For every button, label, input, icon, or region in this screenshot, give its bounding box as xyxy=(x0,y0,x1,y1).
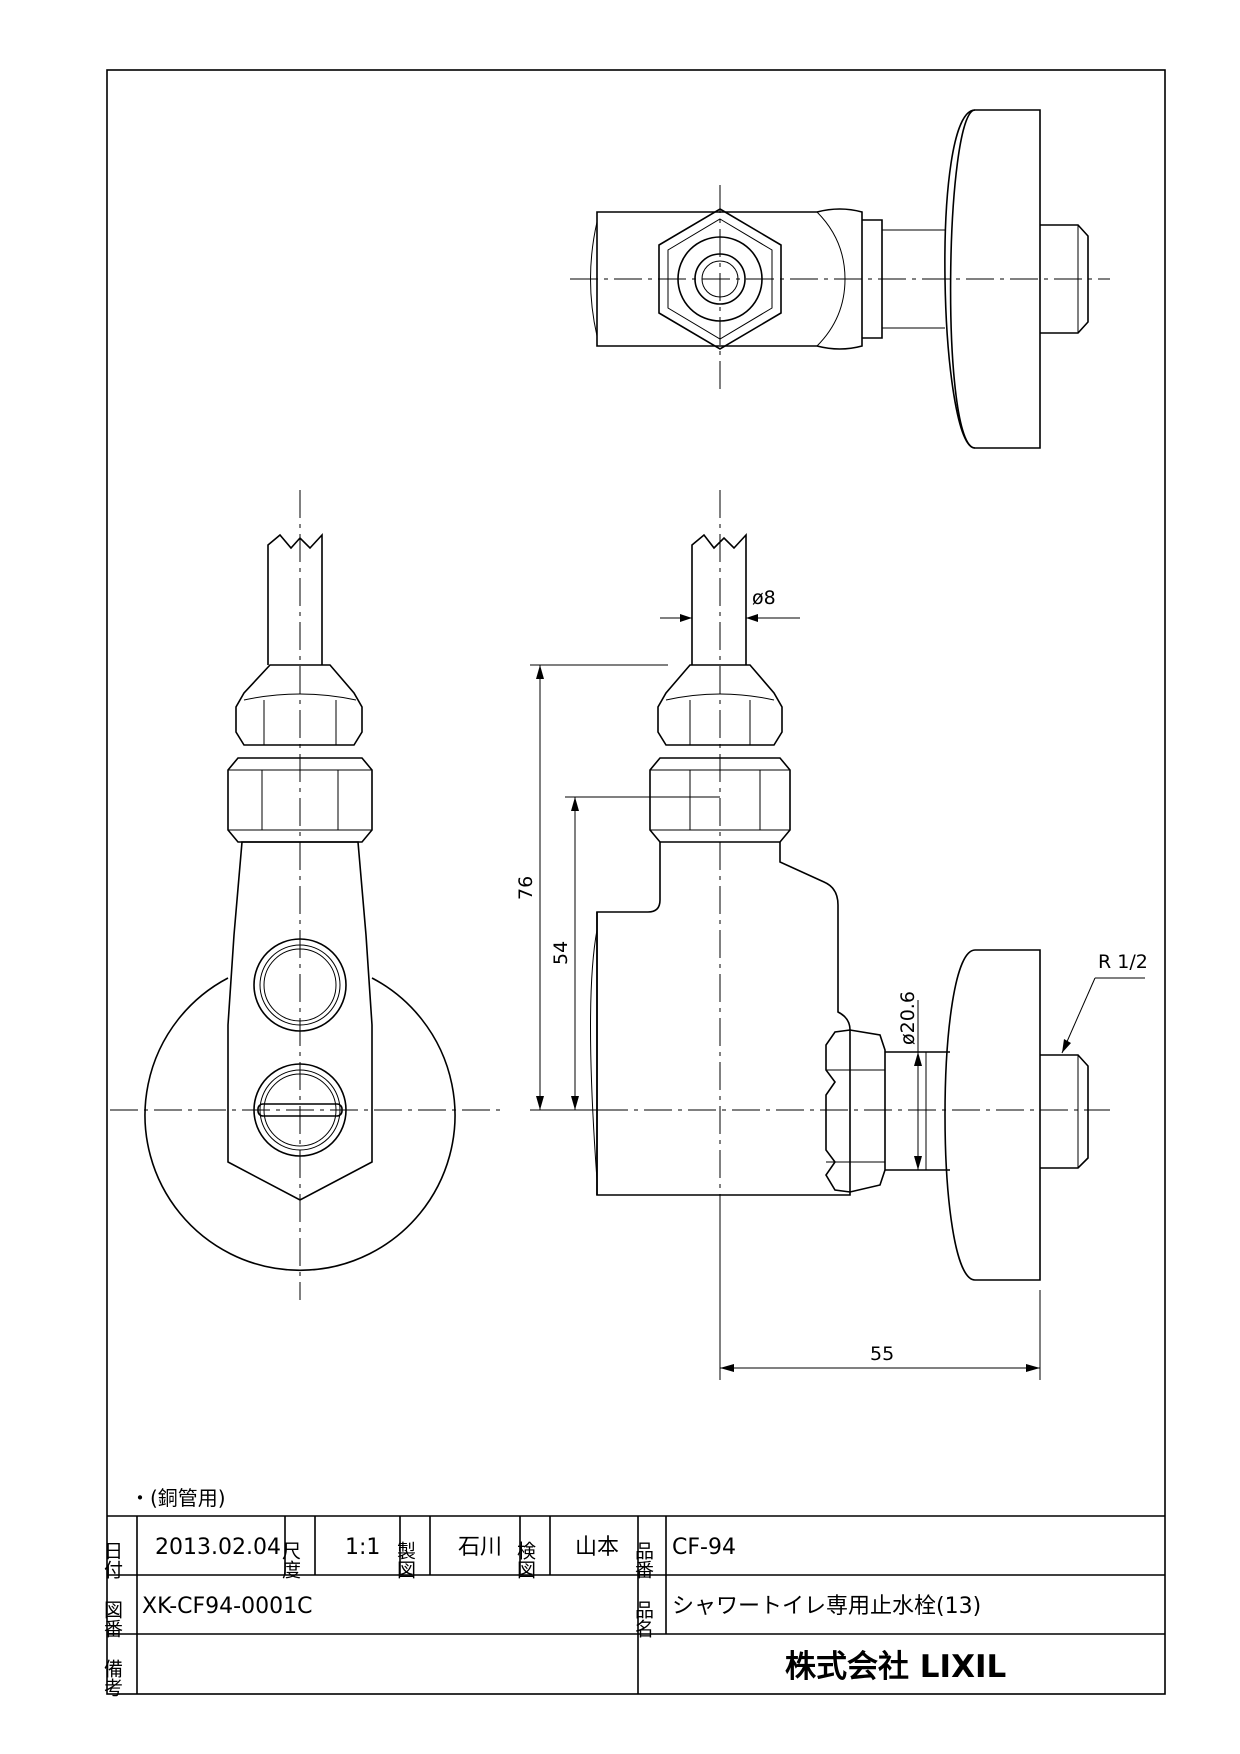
remarks-label: 備考 xyxy=(101,1659,123,1697)
dim-pipe-diameter: ø8 xyxy=(752,587,776,609)
drawn-value: 石川 xyxy=(458,1535,502,1560)
date-value: 2013.02.04 xyxy=(155,1535,281,1560)
scale-label: 尺度 xyxy=(279,1541,301,1579)
drawing-border xyxy=(106,69,1166,1695)
checked-value: 山本 xyxy=(575,1535,619,1560)
product-name-label: 品名 xyxy=(632,1600,654,1638)
side-view xyxy=(590,490,1110,1300)
dim-center-height: 54 xyxy=(550,941,572,965)
drawn-label: 製図 xyxy=(394,1541,416,1579)
checked-label: 検図 xyxy=(514,1541,536,1579)
front-view xyxy=(110,490,500,1300)
drawing-no-value: XK-CF94-0001C xyxy=(142,1594,312,1619)
top-view xyxy=(570,109,1110,449)
company-logo: 株式会社 LIXIL xyxy=(785,1649,1006,1685)
dim-thread: R 1/2 xyxy=(1098,951,1148,973)
dim-projection: 55 xyxy=(870,1343,894,1365)
title-block: 日付 2013.02.04 尺度 1:1 製図 石川 検図 山本 品番 CF-9… xyxy=(101,1515,1165,1697)
dim-total-height: 76 xyxy=(515,876,537,900)
part-no-label: 品番 xyxy=(632,1541,654,1579)
date-label: 日付 xyxy=(101,1541,123,1579)
part-no-value: CF-94 xyxy=(672,1535,736,1560)
product-name-value: シャワートイレ専用止水栓(13) xyxy=(672,1594,981,1619)
scale-value: 1:1 xyxy=(345,1535,380,1560)
drawing-no-label: 図番 xyxy=(101,1600,123,1638)
drawing-note: ・(銅管用) xyxy=(130,1486,226,1510)
dimensions: ø8 76 54 ø20.6 55 R 1/2 xyxy=(515,587,1148,1380)
dim-outlet-diameter: ø20.6 xyxy=(897,991,919,1045)
